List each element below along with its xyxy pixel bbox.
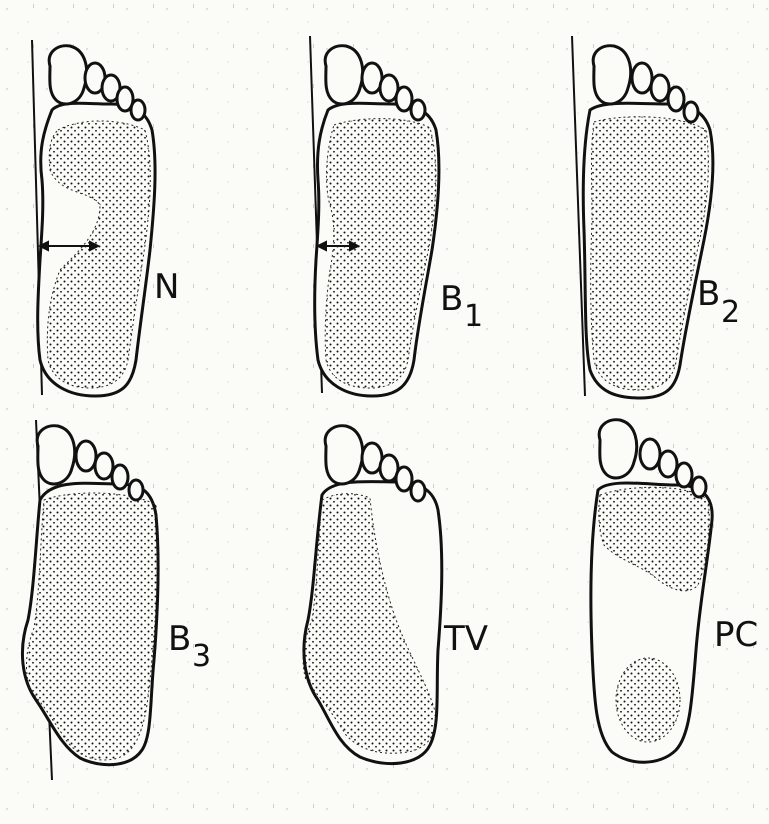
- svg-text:PC: PC: [714, 615, 758, 655]
- panel-label-pc: PC: [714, 615, 758, 655]
- heel-contact-area: [616, 658, 680, 742]
- svg-text:TV: TV: [443, 619, 488, 659]
- svg-text:1: 1: [464, 299, 483, 334]
- svg-text:B: B: [440, 279, 463, 319]
- svg-text:2: 2: [721, 295, 740, 330]
- svg-text:B: B: [168, 619, 191, 659]
- svg-text:3: 3: [192, 639, 211, 674]
- panel-label-tv: TV: [443, 619, 488, 659]
- svg-text:B: B: [697, 274, 720, 314]
- panel-label-n: N: [154, 267, 179, 307]
- svg-text:N: N: [154, 267, 179, 307]
